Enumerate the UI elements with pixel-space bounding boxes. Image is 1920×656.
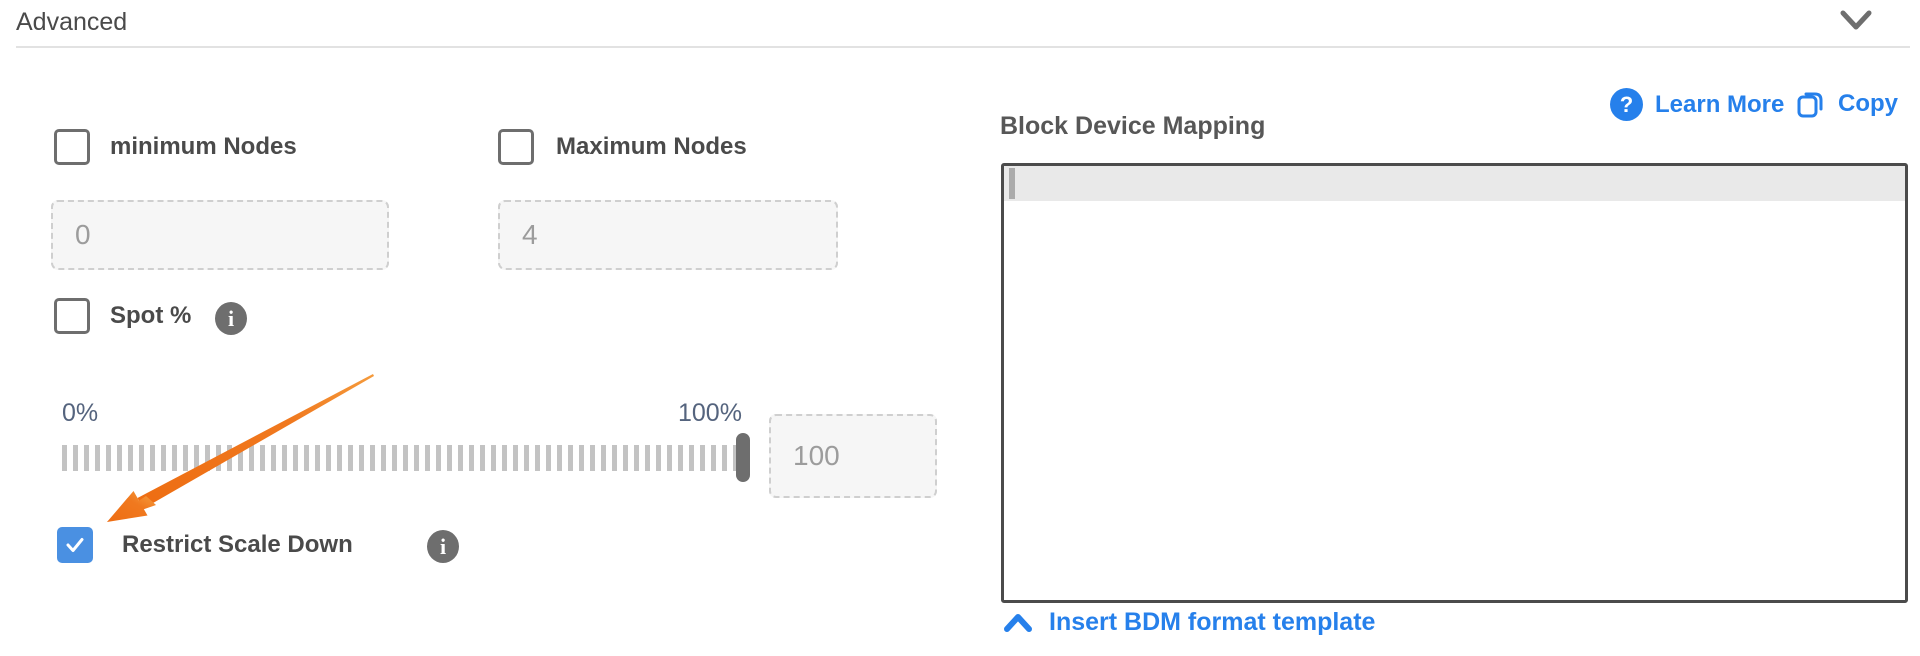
- maximum-nodes-input[interactable]: [498, 200, 838, 270]
- copy-button[interactable]: Copy: [1796, 88, 1898, 120]
- check-icon: [66, 538, 84, 552]
- text-cursor: [1009, 168, 1015, 199]
- minimum-nodes-input[interactable]: [51, 200, 389, 270]
- insert-bdm-template-link[interactable]: Insert BDM format template: [1003, 608, 1375, 637]
- copy-icon: [1797, 92, 1823, 118]
- maximum-nodes-checkbox[interactable]: [498, 129, 534, 165]
- bdm-section-title: Block Device Mapping: [1000, 112, 1266, 140]
- learn-more-link[interactable]: ? Learn More: [1610, 88, 1784, 121]
- spot-percent-label: Spot %: [110, 302, 192, 329]
- spot-percent-checkbox[interactable]: [54, 298, 90, 334]
- bdm-editor[interactable]: [1001, 163, 1908, 603]
- restrict-scale-down-label: Restrict Scale Down: [122, 531, 353, 558]
- copy-label: Copy: [1838, 90, 1898, 117]
- slider-max-label: 100%: [678, 399, 742, 427]
- spot-percent-input[interactable]: [769, 414, 937, 498]
- slider-handle[interactable]: [736, 433, 750, 482]
- chevron-down-icon[interactable]: [1840, 8, 1872, 34]
- minimum-nodes-label: minimum Nodes: [110, 133, 297, 160]
- spot-percent-slider[interactable]: [62, 445, 750, 471]
- info-icon[interactable]: i: [427, 530, 459, 563]
- section-divider: [16, 46, 1910, 48]
- editor-active-line: [1004, 166, 1905, 201]
- learn-more-label: Learn More: [1655, 90, 1785, 118]
- restrict-scale-down-checkbox[interactable]: [57, 527, 93, 563]
- info-icon[interactable]: i: [215, 302, 247, 335]
- chevron-up-icon: [1004, 613, 1032, 632]
- maximum-nodes-label: Maximum Nodes: [556, 133, 747, 160]
- section-title: Advanced: [16, 8, 128, 36]
- slider-min-label: 0%: [62, 399, 99, 427]
- insert-bdm-template-label: Insert BDM format template: [1049, 608, 1376, 636]
- minimum-nodes-checkbox[interactable]: [54, 129, 90, 165]
- question-icon: ?: [1610, 88, 1643, 121]
